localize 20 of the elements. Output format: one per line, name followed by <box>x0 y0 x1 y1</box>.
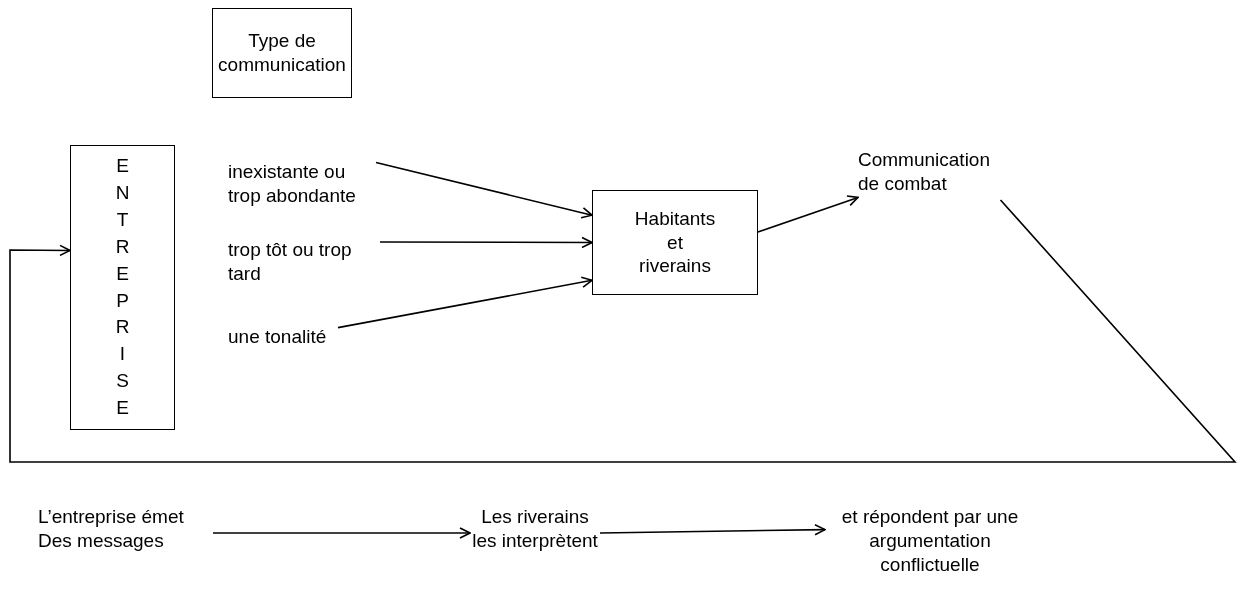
arrow <box>9 199 1237 463</box>
node-label: Type de communication <box>217 29 347 77</box>
process-box <box>70 145 175 430</box>
node-label: Communication de combat <box>858 148 991 196</box>
node-label: une tonalité <box>228 325 327 349</box>
arrow <box>599 523 826 536</box>
node-label: trop tôt ou trop tard <box>228 238 353 286</box>
arrow <box>379 236 593 249</box>
process-box <box>592 190 758 295</box>
arrow <box>375 161 593 219</box>
arrow <box>337 276 593 329</box>
node-label: inexistante ou trop abondante <box>228 160 357 208</box>
node-label: Les riverains les interprètent <box>471 505 599 553</box>
vertical-label: ENTREPRISE <box>115 153 130 421</box>
process-box <box>212 8 352 98</box>
node-label: L’entreprise émet Des messages <box>38 505 185 553</box>
arrow <box>757 195 859 233</box>
node-label: Habitants et riverains <box>633 206 717 279</box>
node-label: et répondent par une argumentation conflictuelle <box>840 505 1020 577</box>
arrow <box>212 527 471 539</box>
